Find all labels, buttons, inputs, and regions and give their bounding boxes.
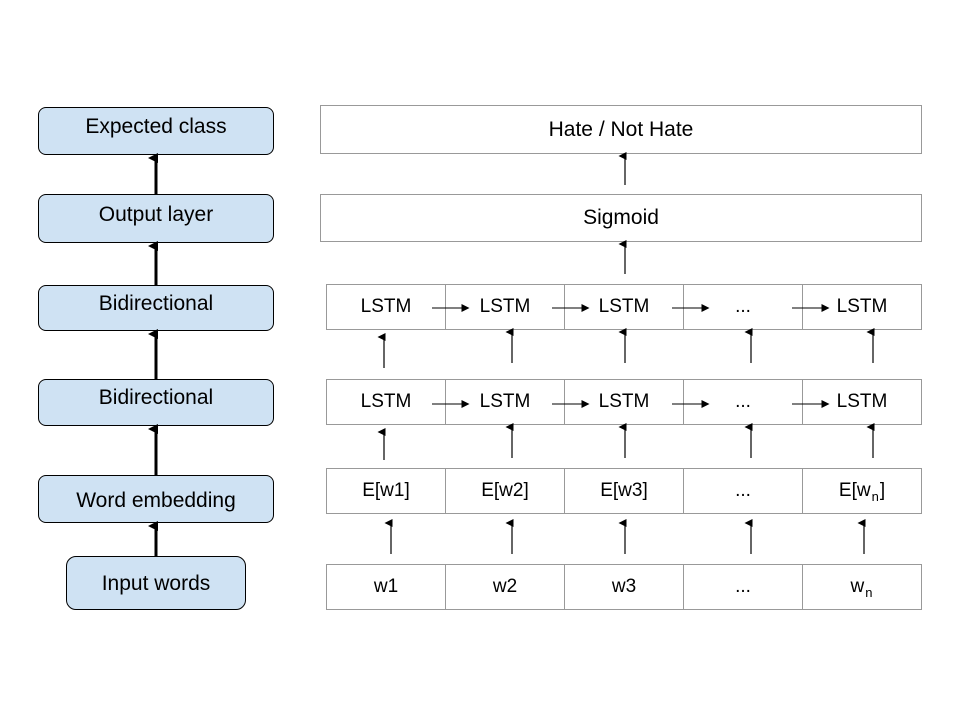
- lstm-cell-label: LSTM: [598, 391, 650, 412]
- lstm-row-bottom: LSTM LSTM LSTM ... LSTM: [326, 379, 922, 425]
- bidirectional-box-bottom: Bidirectional: [38, 379, 274, 426]
- ellipsis-label: ...: [735, 576, 751, 597]
- word-embedding-box: Word embedding: [38, 475, 274, 523]
- sigmoid-label: Sigmoid: [583, 206, 659, 229]
- word-cell-ellipsis: ...: [683, 564, 803, 610]
- lstm-row-top: LSTM LSTM LSTM ... LSTM: [326, 284, 922, 330]
- expected-class-label: Expected class: [85, 115, 227, 138]
- word-cell: w3: [564, 564, 684, 610]
- bidirectional-label-top: Bidirectional: [98, 292, 214, 315]
- lstm-cell: LSTM: [445, 379, 565, 425]
- lstm-cell-ellipsis: ...: [683, 379, 803, 425]
- lstm-cell: LSTM: [326, 284, 446, 330]
- lstm-cell: LSTM: [564, 379, 684, 425]
- lstm-cell-label: LSTM: [598, 296, 650, 317]
- lstm-cell: LSTM: [326, 379, 446, 425]
- lstm-cell-label: LSTM: [836, 296, 888, 317]
- output-layer-box: Output layer: [38, 194, 274, 243]
- ellipsis-label: ...: [735, 296, 751, 317]
- word-embedding-label: Word embedding: [76, 489, 236, 512]
- embedding-cell: E[w1]: [326, 468, 446, 514]
- embedding-label-prefix: E[w: [838, 480, 871, 501]
- word-subscript: n: [865, 584, 873, 600]
- lstm-cell-ellipsis: ...: [683, 284, 803, 330]
- output-layer-label: Output layer: [98, 203, 214, 226]
- embedding-cell: E[w2]: [445, 468, 565, 514]
- lstm-cell-label: LSTM: [479, 296, 531, 317]
- embedding-label: E[w1]: [362, 480, 410, 501]
- lstm-cell: LSTM: [802, 284, 922, 330]
- ellipsis-label: ...: [735, 391, 751, 412]
- expected-class-box: Expected class: [38, 107, 274, 155]
- word-cell: w2: [445, 564, 565, 610]
- output-class-label: Hate / Not Hate: [548, 117, 694, 141]
- sigmoid-box: Sigmoid: [320, 194, 922, 242]
- bidirectional-box-top: Bidirectional: [38, 285, 274, 331]
- output-class-box: Hate / Not Hate: [320, 105, 922, 154]
- word-label: w2: [492, 576, 518, 597]
- lstm-cell: LSTM: [445, 284, 565, 330]
- word-label: w1: [373, 576, 399, 597]
- lstm-cell: LSTM: [564, 284, 684, 330]
- lstm-cell-label: LSTM: [479, 391, 531, 412]
- input-words-box: Input words: [66, 556, 246, 610]
- word-label-prefix: w: [850, 576, 865, 597]
- embedding-cell: E[w3]: [564, 468, 684, 514]
- lstm-cell-label: LSTM: [836, 391, 888, 412]
- lstm-cell-label: LSTM: [360, 391, 412, 412]
- embedding-label: E[w3]: [600, 480, 648, 501]
- lstm-cell-label: LSTM: [360, 296, 412, 317]
- word-label: w3: [611, 576, 637, 597]
- embedding-label: E[w2]: [481, 480, 529, 501]
- embedding-label-suffix: ]: [879, 480, 886, 501]
- word-cell: w1: [326, 564, 446, 610]
- embedding-cell-ellipsis: ...: [683, 468, 803, 514]
- lstm-cell: LSTM: [802, 379, 922, 425]
- input-words-label: Input words: [101, 572, 211, 595]
- ellipsis-label: ...: [735, 480, 751, 501]
- bidirectional-label-bottom: Bidirectional: [98, 386, 214, 409]
- embedding-subscript: n: [871, 488, 879, 504]
